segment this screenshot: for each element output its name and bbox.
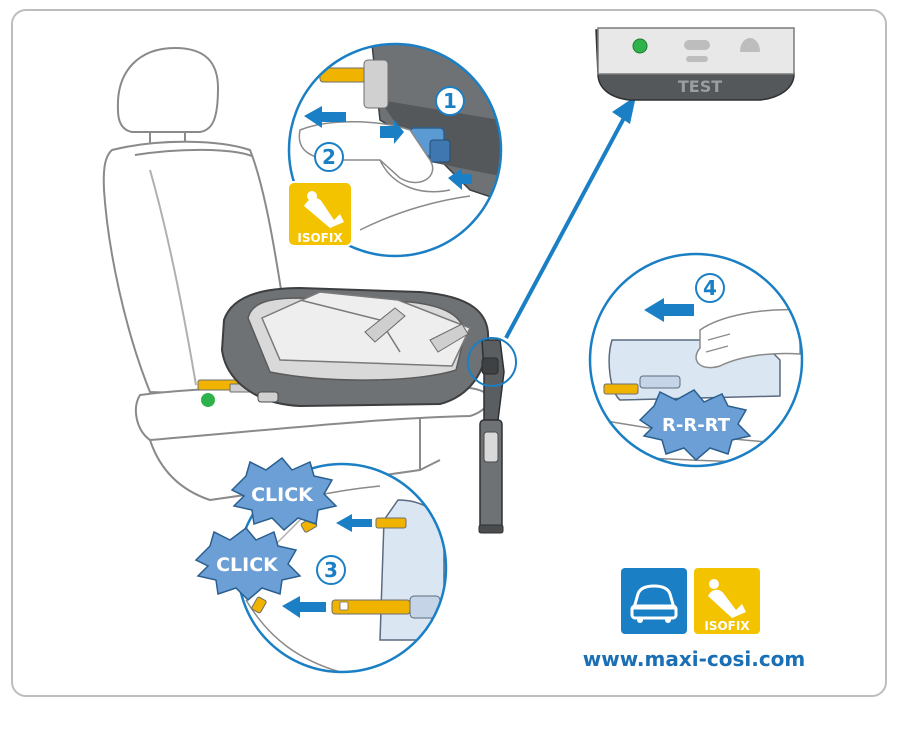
zoom-circle-step-4 xyxy=(588,252,804,468)
isofix-badge-top: ISOFIX xyxy=(287,181,353,247)
seat-indicator-dot xyxy=(201,393,215,407)
ratchet-burst: R-R-RT xyxy=(638,389,752,462)
step-1-badge: 1 xyxy=(435,86,465,116)
click-burst-2: CLICK xyxy=(194,526,302,602)
leg-zoom-ring xyxy=(467,337,517,387)
isofix-label-top: ISOFIX xyxy=(297,231,343,245)
vehicle-approval-logo xyxy=(621,568,687,634)
step-2-badge: 2 xyxy=(314,142,344,172)
step-3-badge: 3 xyxy=(316,555,346,585)
step-1-number: 1 xyxy=(443,89,457,113)
click-burst-1: CLICK xyxy=(230,456,338,532)
test-label: TEST xyxy=(678,77,722,96)
step-4-number: 4 xyxy=(703,276,717,300)
indicator-arrow xyxy=(504,96,636,339)
step-3-number: 3 xyxy=(324,558,338,582)
isofix-logo-bottom: ISOFIX xyxy=(694,568,760,634)
website-url[interactable]: www.maxi-cosi.com xyxy=(583,647,806,671)
isofix-base xyxy=(220,286,505,534)
step-4-badge: 4 xyxy=(695,273,725,303)
isofix-label-bottom: ISOFIX xyxy=(704,619,750,633)
step-2-number: 2 xyxy=(322,145,336,169)
click-label-1: CLICK xyxy=(251,484,314,506)
ratchet-label: R-R-RT xyxy=(662,415,731,436)
test-indicator-panel: TEST xyxy=(595,27,795,101)
click-label-2: CLICK xyxy=(216,554,279,576)
